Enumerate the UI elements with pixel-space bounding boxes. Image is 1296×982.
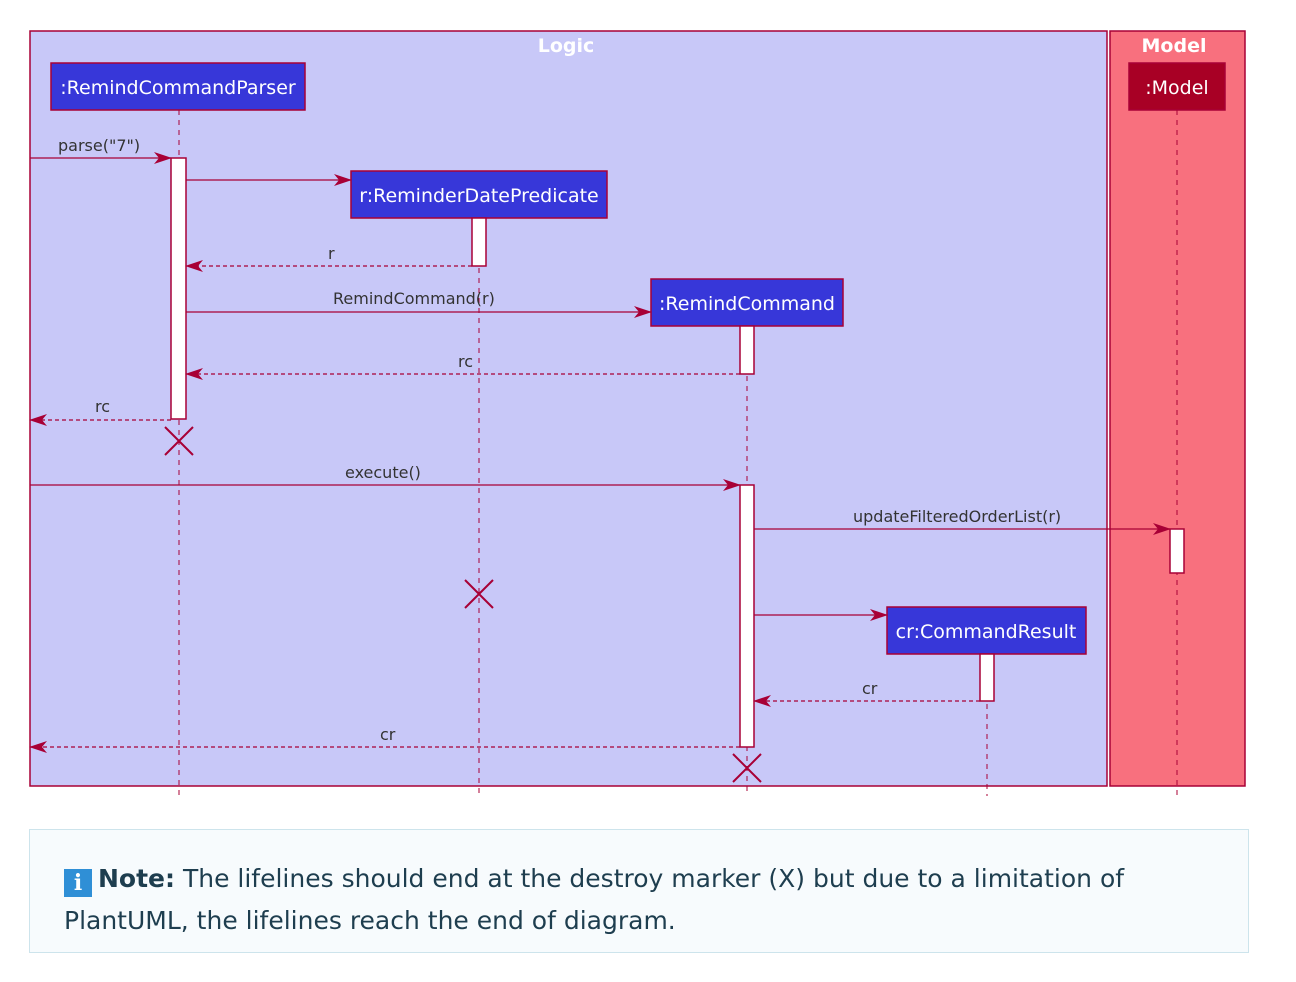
participant-predicate-label: r:ReminderDatePredicate — [359, 185, 599, 207]
participant-parser-label: :RemindCommandParser — [60, 77, 296, 99]
sequence-diagram: Logic Model :RemindCommandParser r:Remin… — [29, 30, 1246, 796]
info-icon: i — [64, 869, 92, 897]
parser-activation — [170, 157, 187, 420]
command-activation-1 — [739, 325, 755, 375]
participant-result-label: cr:CommandResult — [896, 621, 1077, 643]
command-destroy-marker — [732, 753, 762, 783]
update-label: updateFilteredOrderList(r) — [853, 507, 1061, 526]
participant-model — [1128, 62, 1226, 111]
predicate-destroy-marker — [464, 579, 494, 609]
result-activation — [979, 653, 995, 702]
participant-model-label: :Model — [1145, 77, 1208, 99]
logic-frame-title: Logic — [538, 35, 595, 57]
parser-destroy-marker — [164, 426, 194, 456]
parse-label: parse("7") — [58, 136, 140, 155]
return-cr-inner-label: cr — [862, 679, 878, 698]
participant-result — [886, 606, 1087, 655]
remind-command-label: RemindCommand(r) — [333, 289, 495, 308]
return-r-label: r — [328, 244, 335, 263]
return-rc-inner-label: rc — [458, 352, 473, 371]
logic-frame — [29, 30, 1108, 787]
participant-command — [650, 278, 844, 327]
predicate-activation — [471, 217, 487, 267]
participant-command-label: :RemindCommand — [659, 293, 835, 315]
return-cr-label: cr — [380, 725, 396, 744]
model-frame-title: Model — [1142, 35, 1207, 57]
return-rc-label: rc — [95, 397, 110, 416]
execute-label: execute() — [345, 463, 421, 482]
participant-parser — [50, 62, 306, 111]
note-label: Note: — [98, 864, 176, 893]
command-activation-2 — [739, 484, 755, 748]
model-activation — [1169, 528, 1185, 574]
note-text: The lifelines should end at the destroy … — [64, 864, 1125, 935]
